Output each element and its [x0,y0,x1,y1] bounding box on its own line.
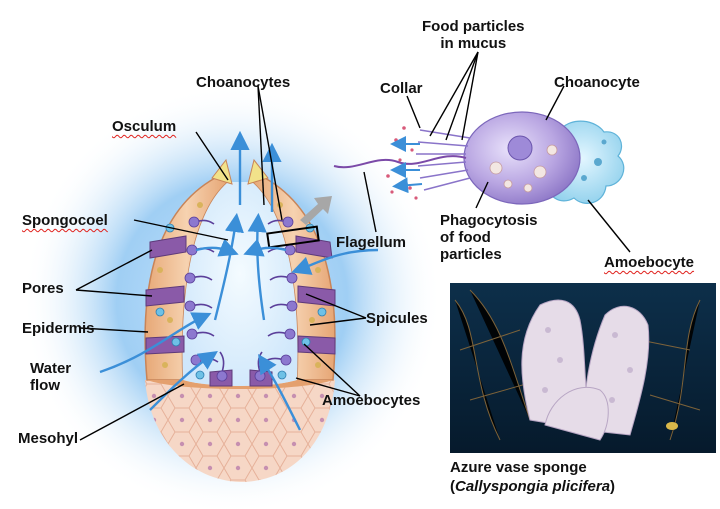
sponge-wall-bottom [147,380,333,389]
label-phagocytosis: Phagocytosis of food particles [440,212,538,263]
label-water-flow: Water flow [30,360,71,394]
label-spongocoel: Spongocoel [22,212,108,229]
collar-flow-arrows [390,136,423,194]
label-flagellum: Flagellum [336,234,407,251]
food-vacuoles [489,144,558,193]
photo-sponge-texture [542,327,633,403]
mesohyl-speckles [157,202,321,368]
label-water-flow-line2: flow [30,377,60,394]
label-amoebocytes: Amoebocytes [322,392,421,409]
label-amoebocyte-text: Amoebocyte [604,254,695,271]
enlargement-arrow [300,196,332,225]
label-phagocytosis-line1: Phagocytosis [440,212,538,229]
leader-lines [75,51,631,441]
label-osculum: Osculum [112,118,176,135]
caption-paren-open: ( [450,478,455,495]
label-collar: Collar [380,80,423,97]
label-spicules: Spicules [366,310,428,327]
food-particle-dots [386,126,418,200]
caption-paren-close: ) [610,478,616,495]
label-spongocoel-text: Spongocoel [22,212,108,229]
collar-microvilli [416,129,471,191]
label-choanocytes: Choanocytes [196,74,291,91]
label-phagocytosis-line2: of food [440,229,491,246]
photo-yellow-spot [666,422,678,430]
label-choanocyte: Choanocyte [554,74,640,91]
label-food-particles-line1: Food particles [422,18,525,35]
photo-branches [454,289,701,441]
water-flow-arrows [99,130,379,431]
photo-caption: Azure vase sponge (Callyspongia plicifer… [450,458,615,496]
label-mesohyl: Mesohyl [18,430,79,447]
zoom-box [266,225,320,249]
caption-species: Callyspongia plicifera [455,478,611,495]
photo-caption-line2: (Callyspongia plicifera) [450,477,615,496]
label-osculum-text: Osculum [112,118,177,135]
label-food-particles-line2: in mucus [440,35,507,52]
label-water-flow-line1: Water [30,360,72,377]
label-epidermis: Epidermis [22,320,95,337]
choanocyte-nucleus [507,135,533,161]
amoebocyte-dots [155,223,327,380]
photo-sponge [521,299,650,441]
label-pores: Pores [22,280,64,297]
label-food-particles: Food particles in mucus [422,18,525,52]
label-phagocytosis-line3: particles [440,246,502,263]
photo-caption-line1: Azure vase sponge [450,459,587,476]
label-amoebocyte: Amoebocyte [604,254,694,271]
